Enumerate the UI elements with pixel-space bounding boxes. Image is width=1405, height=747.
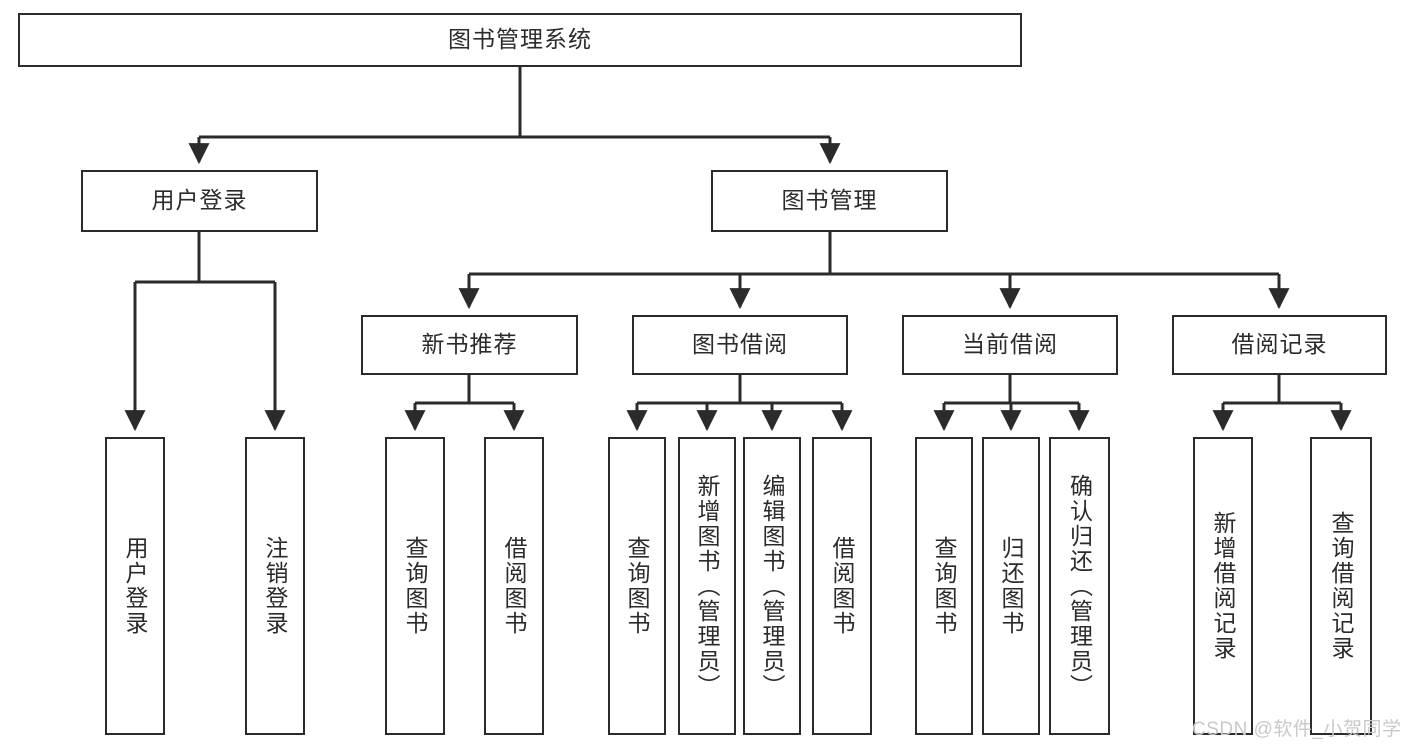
leaf-logout[interactable]: 注销登录 (245, 437, 305, 735)
leaf-return-book[interactable]: 归还图书 (982, 437, 1040, 735)
leaf-add-book-admin-label: 新增图书（管理员） (694, 473, 721, 699)
node-borrow-record-label: 借阅记录 (1231, 331, 1328, 358)
leaf-return-book-label: 归还图书 (998, 536, 1025, 636)
leaf-query-book-current[interactable]: 查询图书 (915, 437, 973, 735)
leaf-borrow-book-recommend-label: 借阅图书 (501, 536, 528, 636)
leaf-query-borrow-record-label: 查询借阅记录 (1328, 511, 1355, 661)
leaf-query-book-current-label: 查询图书 (931, 536, 958, 636)
leaf-add-borrow-record[interactable]: 新增借阅记录 (1193, 437, 1253, 735)
node-user-login-label: 用户登录 (151, 187, 248, 214)
leaf-add-book-admin[interactable]: 新增图书（管理员） (678, 437, 736, 735)
leaf-logout-label: 注销登录 (262, 536, 289, 636)
node-current-borrow[interactable]: 当前借阅 (902, 315, 1118, 375)
node-book-management-label: 图书管理 (781, 187, 878, 214)
leaf-query-borrow-record[interactable]: 查询借阅记录 (1310, 437, 1372, 735)
leaf-borrow-book-label: 借阅图书 (829, 536, 856, 636)
node-new-book-recommend[interactable]: 新书推荐 (361, 315, 578, 375)
leaf-edit-book-admin[interactable]: 编辑图书（管理员） (743, 437, 801, 735)
leaf-edit-book-admin-label: 编辑图书（管理员） (759, 473, 786, 699)
leaf-borrow-book[interactable]: 借阅图书 (812, 437, 872, 735)
watermark: CSDN @软件_小贺同学 (1192, 719, 1402, 740)
node-root[interactable]: 图书管理系统 (18, 13, 1022, 67)
node-user-login[interactable]: 用户登录 (81, 170, 318, 232)
leaf-query-book-recommend[interactable]: 查询图书 (385, 437, 445, 735)
node-new-book-recommend-label: 新书推荐 (421, 331, 518, 358)
node-borrow-record[interactable]: 借阅记录 (1172, 315, 1387, 375)
leaf-query-book-borrow[interactable]: 查询图书 (608, 437, 666, 735)
leaf-confirm-return-admin[interactable]: 确认归还（管理员） (1049, 437, 1110, 735)
node-book-borrow-label: 图书借阅 (692, 331, 788, 358)
leaf-user-login-label: 用户登录 (122, 536, 149, 636)
node-current-borrow-label: 当前借阅 (962, 331, 1058, 358)
leaf-query-book-recommend-label: 查询图书 (402, 536, 429, 636)
node-book-management[interactable]: 图书管理 (711, 170, 948, 232)
leaf-query-book-borrow-label: 查询图书 (624, 536, 651, 636)
node-book-borrow[interactable]: 图书借阅 (632, 315, 848, 375)
leaf-add-borrow-record-label: 新增借阅记录 (1210, 511, 1237, 661)
node-root-label: 图书管理系统 (448, 26, 592, 53)
leaf-borrow-book-recommend[interactable]: 借阅图书 (484, 437, 544, 735)
leaf-user-login[interactable]: 用户登录 (105, 437, 165, 735)
leaf-confirm-return-admin-label: 确认归还（管理员） (1066, 473, 1093, 699)
